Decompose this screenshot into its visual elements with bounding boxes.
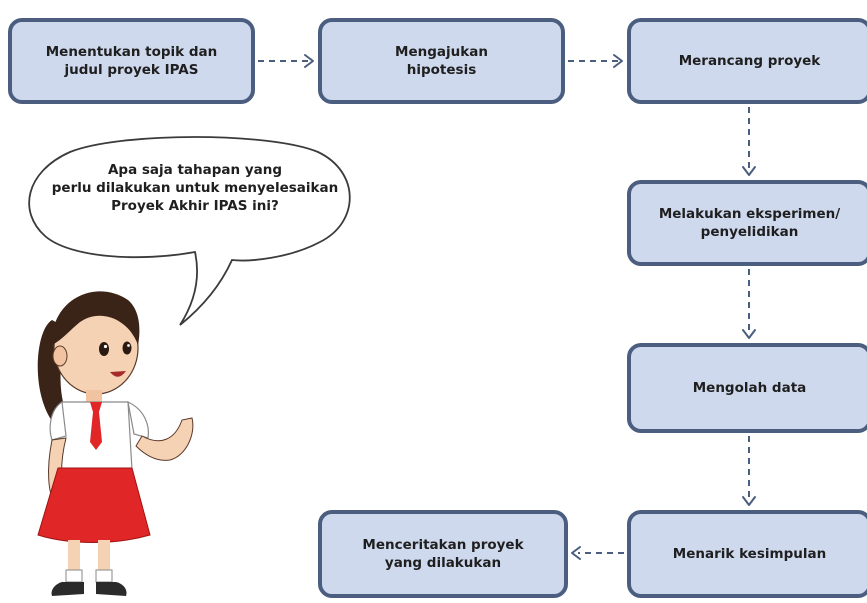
speech-bubble: [28, 136, 351, 326]
step-menarik-kesimpulan: Menarik kesimpulan: [627, 510, 867, 598]
step-label: Menarik kesimpulan: [672, 545, 827, 562]
arrowhead-right: [304, 54, 314, 68]
step-label: Mengajukan hipotesis: [395, 43, 488, 78]
step-melakukan-eksperimen: Melakukan eksperimen/ penyelidikan: [627, 180, 867, 266]
arrowhead-down: [742, 496, 756, 506]
step-label: Melakukan eksperimen/ penyelidikan: [658, 205, 841, 240]
step-label: Merancang proyek: [678, 52, 821, 69]
red-skirt: [37, 467, 151, 543]
step-merancang-proyek: Merancang proyek: [627, 18, 867, 104]
arrowhead-down: [742, 166, 756, 176]
speech-bubble-text: Apa saja tahapan yang perlu dilakukan un…: [51, 162, 339, 214]
arrowhead-right: [613, 54, 623, 68]
step-menceritakan-proyek: Menceritakan proyek yang dilakukan: [318, 510, 568, 598]
step-label: Mengolah data: [692, 379, 807, 396]
step-mengolah-data: Mengolah data: [627, 343, 867, 433]
arrowhead-left: [571, 546, 581, 560]
step-label: Menentukan topik dan judul proyek IPAS: [45, 43, 218, 78]
step-label: Menceritakan proyek yang dilakukan: [362, 536, 524, 571]
step-mengajukan-hipotesis: Mengajukan hipotesis: [318, 18, 565, 104]
arrowhead-down: [742, 329, 756, 339]
step-menentukan-topik: Menentukan topik dan judul proyek IPAS: [8, 18, 255, 104]
